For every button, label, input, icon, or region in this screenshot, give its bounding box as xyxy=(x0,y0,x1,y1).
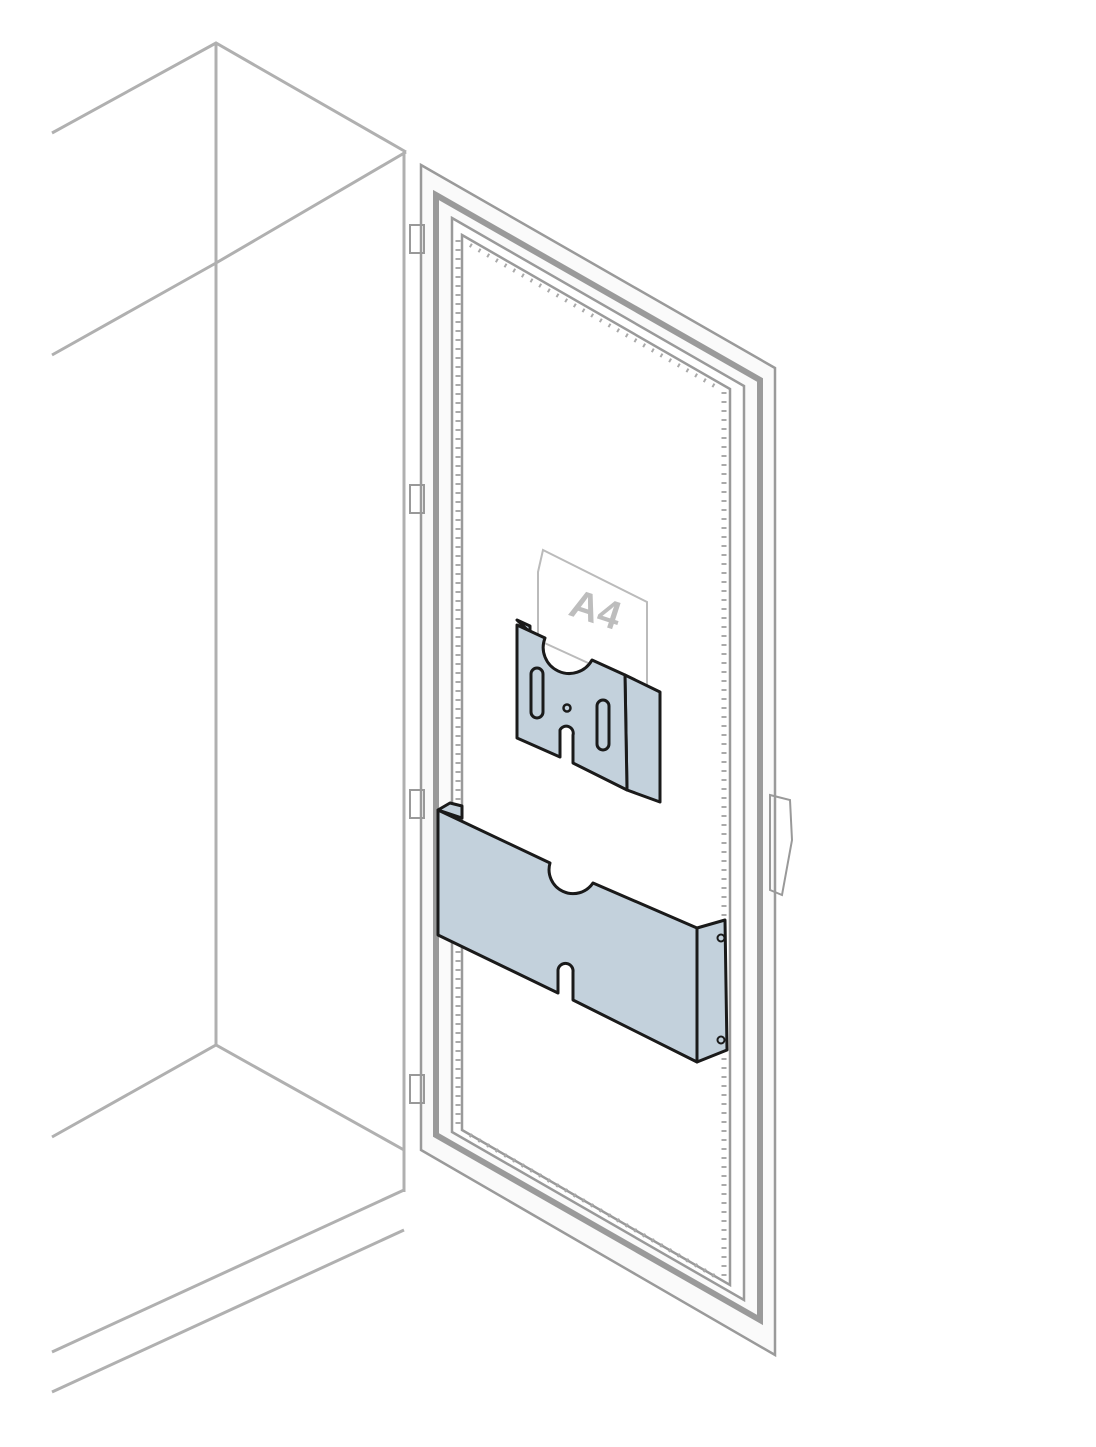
lower-document-pocket xyxy=(436,801,729,1064)
mount-hole xyxy=(562,703,572,713)
mount-hole-top xyxy=(716,933,726,943)
a4-paper: A4 xyxy=(537,548,648,692)
door-handle-icon xyxy=(769,793,794,897)
upper-document-pocket xyxy=(515,618,662,804)
slot-left xyxy=(529,666,545,720)
mount-hole-bottom xyxy=(716,1035,726,1045)
hinges xyxy=(409,224,425,1104)
slot-right xyxy=(595,698,611,752)
cabinet-outline xyxy=(51,41,407,1394)
